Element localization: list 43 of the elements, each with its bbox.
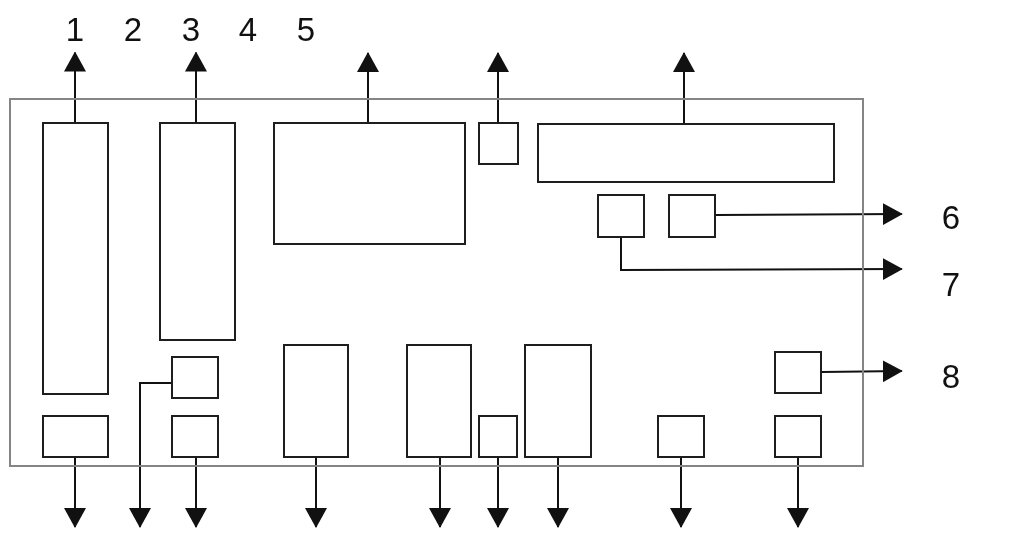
arrow bbox=[185, 457, 207, 528]
block bbox=[283, 344, 349, 458]
arrow bbox=[487, 52, 509, 123]
block bbox=[159, 122, 236, 341]
arrow bbox=[305, 457, 327, 528]
block bbox=[42, 122, 109, 395]
block bbox=[406, 344, 472, 458]
callout-number: 1 bbox=[65, 12, 85, 46]
arrow bbox=[64, 457, 86, 528]
arrow bbox=[357, 52, 379, 123]
callout-number: 3 bbox=[181, 12, 201, 46]
block bbox=[171, 415, 219, 458]
block bbox=[171, 356, 219, 399]
arrow bbox=[429, 457, 451, 528]
callout-number: 6 bbox=[941, 200, 961, 234]
outer-frame bbox=[9, 98, 864, 467]
callout-number: 2 bbox=[123, 12, 143, 46]
block bbox=[273, 122, 466, 245]
block bbox=[774, 351, 822, 394]
block bbox=[774, 415, 822, 458]
arrow bbox=[64, 51, 86, 123]
arrow bbox=[673, 52, 695, 124]
callout-number: 7 bbox=[941, 267, 961, 301]
arrow bbox=[547, 457, 569, 528]
arrow bbox=[715, 203, 903, 226]
callout-number: 4 bbox=[238, 12, 258, 46]
arrow bbox=[487, 457, 509, 528]
block bbox=[668, 194, 716, 238]
block bbox=[524, 344, 592, 458]
arrow bbox=[620, 237, 903, 281]
callout-number: 8 bbox=[941, 359, 961, 393]
block bbox=[478, 122, 519, 165]
block bbox=[42, 415, 109, 458]
block bbox=[537, 123, 835, 183]
arrow bbox=[787, 457, 809, 528]
arrow bbox=[185, 51, 207, 123]
arrow bbox=[670, 457, 692, 528]
block bbox=[597, 194, 645, 238]
block bbox=[478, 415, 518, 458]
arrow bbox=[821, 360, 903, 383]
callout-number: 5 bbox=[296, 12, 316, 46]
arrow bbox=[129, 382, 172, 528]
block bbox=[657, 415, 705, 458]
